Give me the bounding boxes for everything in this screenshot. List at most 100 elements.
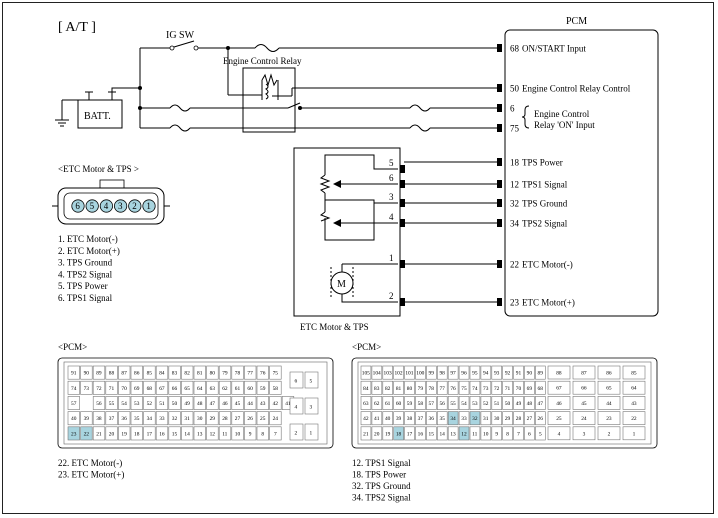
diagram-title: [ A/T ] bbox=[58, 20, 96, 35]
pcm-right-title: <PCM> bbox=[352, 342, 381, 352]
pcm-connector-pin-num: 23 bbox=[71, 431, 77, 437]
pcm-connector-pin-num: 72 bbox=[494, 386, 500, 392]
pcm-connector-pin-num: 53 bbox=[472, 401, 478, 407]
pcm-connector-pin-num: 52 bbox=[483, 401, 489, 407]
pcm-connector-pin-num: 30 bbox=[494, 416, 500, 422]
pcm-connector-pin bbox=[168, 426, 181, 441]
pcm-connector-pin-num: 15 bbox=[429, 431, 435, 437]
pcm-connector-pin bbox=[426, 365, 437, 380]
pcm-connector-pin-num: 25 bbox=[260, 416, 266, 422]
pcm-connector-pin bbox=[181, 411, 194, 426]
pcm-connector-pin bbox=[524, 380, 535, 395]
pcm-connector-side-pin bbox=[597, 380, 621, 395]
etc-connector-pin bbox=[114, 199, 128, 213]
pcm-connector-pin bbox=[371, 380, 383, 395]
pcm-connector-pin-num: 65 bbox=[184, 386, 190, 392]
pcm-connector-pin-num: 83 bbox=[374, 386, 380, 392]
pcm-connector-pin-num: 12 bbox=[461, 431, 467, 437]
pcm-right-legend-item: 32. TPS Ground bbox=[352, 481, 411, 491]
pcm-connector-pin-num: 68 bbox=[538, 386, 544, 392]
pcm-pin-75: 75 bbox=[510, 124, 520, 134]
pcm-connector-pin-num: 31 bbox=[184, 416, 190, 422]
pcm-connector-pin-num: 77 bbox=[439, 386, 445, 392]
pcm-connector-pin-num: 84 bbox=[159, 371, 165, 377]
pcm-connector-pin bbox=[491, 396, 502, 410]
pcm-connector-side-pin bbox=[572, 365, 596, 380]
pcm-connector-pin-num: 67 bbox=[159, 386, 165, 392]
pcm-connector-pin-num: 23 bbox=[606, 416, 612, 422]
pcm-box bbox=[504, 29, 659, 317]
pcm-connector-pin bbox=[244, 380, 257, 395]
pcm-connector-pin-num: 54 bbox=[461, 401, 467, 407]
pcm-connector-pin-num: 61 bbox=[235, 386, 241, 392]
pcm-connector-pin-num: 22 bbox=[631, 416, 637, 422]
etc-pin-terminal bbox=[400, 180, 405, 188]
pcm-connector-pin-num: 24 bbox=[273, 416, 279, 422]
pcm-connector-pin-num: 44 bbox=[606, 401, 612, 407]
pcm-connector-pin bbox=[92, 365, 106, 380]
pcm-connector-pin bbox=[513, 396, 524, 410]
pcm-connector-pin bbox=[118, 396, 131, 410]
pcm-connector-pin bbox=[415, 380, 426, 395]
etc-legend-item: 4. TPS2 Signal bbox=[58, 269, 113, 279]
etc-legend-item: 1. ETC Motor(-) bbox=[58, 234, 118, 244]
pcm-connector-pin bbox=[502, 365, 513, 380]
pcm-connector-pin-num: 44 bbox=[247, 401, 253, 407]
pcm-connector-pin bbox=[143, 380, 156, 395]
pcm-connector-pin-num: 81 bbox=[197, 371, 203, 377]
pcm-connector-pin-num: 15 bbox=[172, 431, 178, 437]
pcm-connector-pin bbox=[168, 380, 181, 395]
pcm-connector-pin-num: 14 bbox=[184, 431, 190, 437]
pcm-connector-pin-num: 47 bbox=[210, 401, 216, 407]
pcm-pin-terminal bbox=[497, 158, 502, 166]
pcm-connector-pin bbox=[393, 411, 404, 426]
etc-pin-num-4: 4 bbox=[389, 212, 394, 222]
ground-symbol bbox=[55, 100, 69, 127]
etc-pin-num-6: 6 bbox=[389, 173, 394, 183]
etc-connector-pin bbox=[71, 199, 85, 213]
pcm-connector-pin bbox=[218, 411, 232, 426]
pcm-connector-pin bbox=[231, 411, 244, 426]
pcm-connector-pin-num: 75 bbox=[273, 371, 279, 377]
pcm-connector-side-pin bbox=[622, 380, 646, 395]
pcm-pin-6: 6 bbox=[510, 104, 515, 114]
pcm-connector-pin-num: 36 bbox=[121, 416, 127, 422]
pcm-connector-pin bbox=[143, 411, 156, 426]
pcm-connector-pin bbox=[269, 380, 282, 395]
battery: BATT. bbox=[77, 91, 123, 129]
pcm-connector-pin-num: 32 bbox=[472, 416, 478, 422]
pcm-connector-pin bbox=[404, 380, 415, 395]
pcm-connector-pin bbox=[404, 396, 415, 410]
pcm-connector-pin-num: 34 bbox=[147, 416, 153, 422]
pcm-right-legend-item: 18. TPS Power bbox=[352, 470, 406, 480]
pcm-connector-pin bbox=[480, 411, 492, 426]
pcm-connector-pin bbox=[393, 396, 404, 410]
pcm-connector-pin bbox=[436, 411, 448, 426]
pcm-connector-pin bbox=[130, 411, 143, 426]
pcm-connector-pin-num: 100 bbox=[416, 371, 424, 377]
pcm-connector-pin-num: 72 bbox=[96, 386, 102, 392]
pcm-connector-pin-num: 51 bbox=[159, 401, 165, 407]
pcm-connector-pin-num: 60 bbox=[396, 401, 402, 407]
pcm-connector-pin bbox=[382, 380, 393, 395]
pcm-connector-pin bbox=[480, 396, 492, 410]
pcm-connector-pin bbox=[469, 396, 481, 410]
pcm-connector-pin bbox=[218, 380, 232, 395]
pcm-connector-pin bbox=[393, 426, 404, 441]
etc-legend-item: 6. TPS1 Signal bbox=[58, 293, 113, 303]
pcm-connector-pin-num: 79 bbox=[222, 371, 228, 377]
pcm-connector-pin bbox=[168, 411, 181, 426]
tps1-resistor bbox=[319, 174, 331, 194]
pcm-connector-pin-num: 3 bbox=[310, 405, 313, 411]
pcm-connector-side-pin bbox=[304, 371, 319, 389]
pcm-connector-pin bbox=[218, 365, 232, 380]
pcm-connector-pin bbox=[143, 365, 156, 380]
pcm-connector-pin bbox=[80, 365, 93, 380]
pcm-connector-pin-num: 60 bbox=[247, 386, 253, 392]
pcm-connector-pin bbox=[269, 396, 282, 410]
pcm-connector-pin bbox=[168, 396, 181, 410]
